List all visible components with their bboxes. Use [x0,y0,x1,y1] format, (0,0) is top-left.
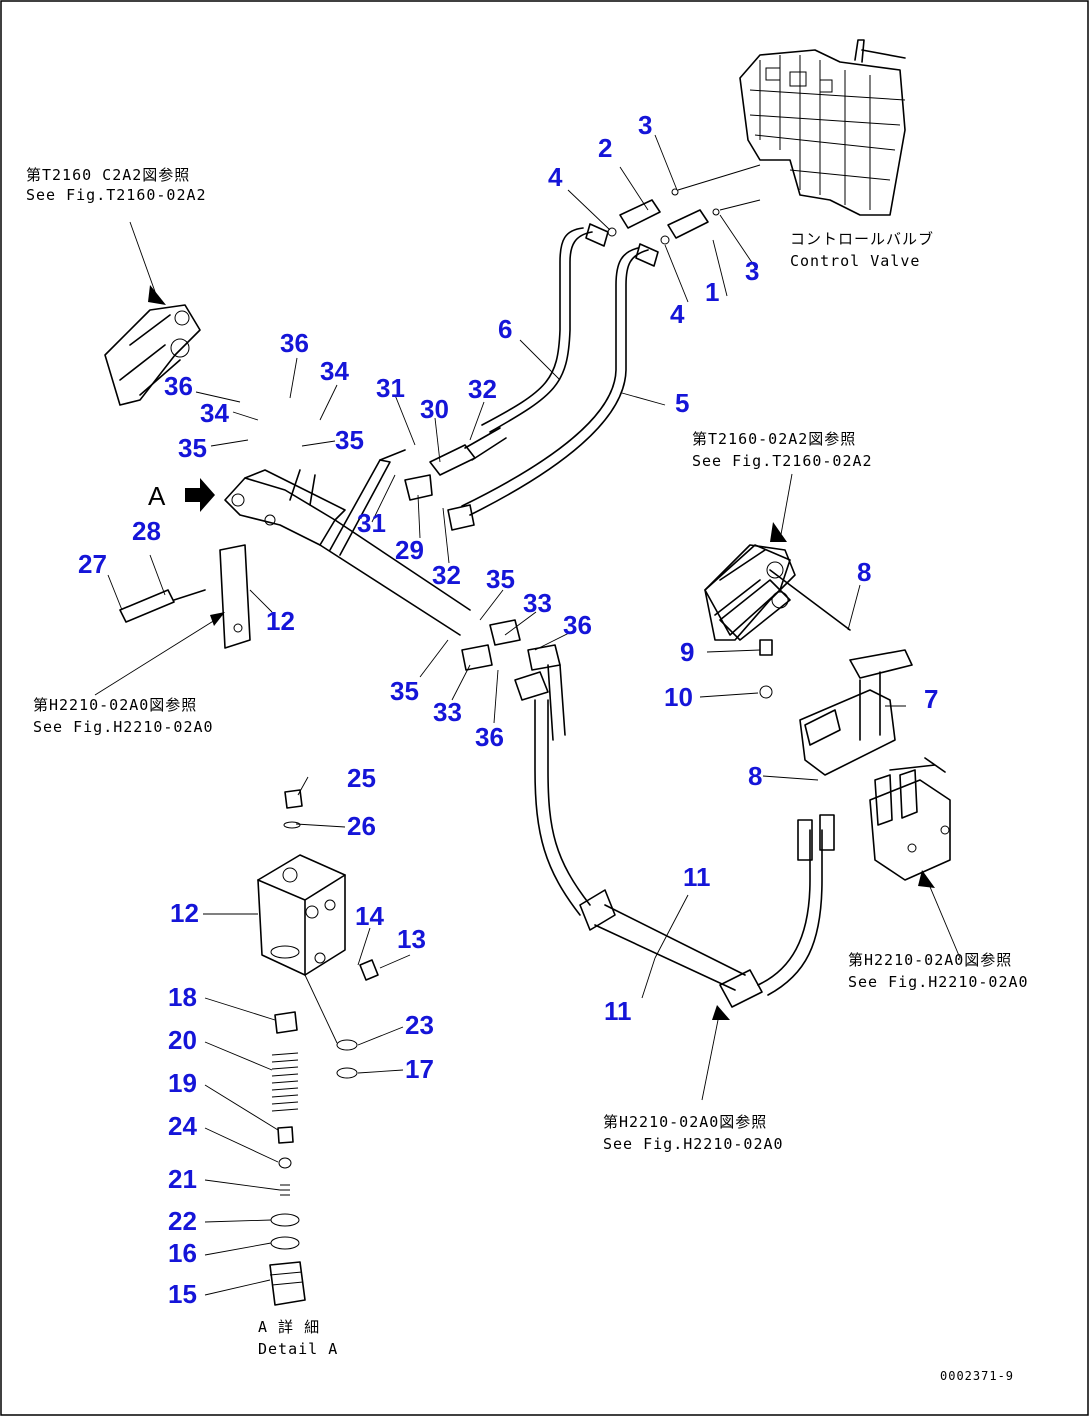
callout-31-top: 31 [376,373,405,403]
callout-24: 24 [168,1111,197,1141]
callout-20: 20 [168,1025,197,1055]
callout-26: 26 [347,811,376,841]
callout-30: 30 [420,394,449,424]
callout-2: 2 [598,133,612,163]
callout-19: 19 [168,1068,197,1098]
callout-36-left: 36 [164,371,193,401]
leader-lines [94,134,961,1296]
callout-10: 10 [664,682,693,712]
control-valve-label-en: Control Valve [790,252,920,270]
callout-31-bottom: 31 [357,508,386,538]
callout-13: 13 [397,924,426,954]
callout-18: 18 [168,982,197,1012]
ref-note-t2160-right-en: See Fig.T2160-02A2 [692,452,873,470]
callout-23: 23 [405,1010,434,1040]
view-a-arrow [185,478,215,512]
callout-32-top: 32 [468,374,497,404]
hose-11-drawing [534,664,835,1008]
ref-note-t2160-left-jp: 第T2160 C2A2図参照 [26,166,190,184]
callout-36-top: 36 [280,328,309,358]
callout-33-bottom: 33 [433,697,462,727]
pipe-assembly-drawing [119,444,561,701]
callout-35-left: 35 [178,433,207,463]
ref-note-t2160-right-jp: 第T2160-02A2図参照 [692,430,856,448]
callout-4-top: 4 [548,162,563,192]
ref-note-h2210-left-en: See Fig.H2210-02A0 [33,718,214,736]
fittings-1-4-drawing [607,164,761,245]
control-valve-label-jp: コントロールバルブ [790,230,934,248]
control-valve-drawing [739,39,906,216]
callout-34-left: 34 [200,398,229,428]
callout-9: 9 [680,637,694,667]
upper-right-ref-drawing [704,544,796,641]
ref-note-h2210-bottom-jp: 第H2210-02A0図参照 [603,1113,767,1131]
callout-7: 7 [924,684,938,714]
callout-4-bottom: 4 [670,299,685,329]
detail-a-drawing [257,789,379,1306]
callout-6: 6 [498,314,512,344]
callout-21: 21 [168,1164,197,1194]
callout-28: 28 [132,516,161,546]
hose-5-drawing [461,243,659,516]
view-a-label: A [148,481,166,511]
bracket-7-drawing [704,544,913,776]
ref-note-h2210-right-en: See Fig.H2210-02A0 [848,973,1029,991]
callout-11-bottom: 11 [604,996,632,1026]
callout-11-top: 11 [683,862,711,892]
callout-32-bottom: 32 [432,560,461,590]
callout-34-right: 34 [320,356,349,386]
right-cover-drawing [869,757,951,881]
callout-17: 17 [405,1054,434,1084]
detail-a-title-jp: A 詳 細 [258,1318,320,1336]
callout-35-right: 35 [335,425,364,455]
callout-25: 25 [347,763,376,793]
callout-22: 22 [168,1206,197,1236]
ref-note-h2210-bottom-en: See Fig.H2210-02A0 [603,1135,784,1153]
callout-12-top: 12 [266,606,295,636]
ref-note-h2210-left-jp: 第H2210-02A0図参照 [33,696,197,714]
callout-8-bottom: 8 [748,761,762,791]
callout-35-bottom: 35 [390,676,419,706]
callout-14: 14 [355,901,384,931]
callout-16: 16 [168,1238,197,1268]
callout-1: 1 [705,277,719,307]
callout-33-top: 33 [523,588,552,618]
callout-29: 29 [395,535,424,565]
drawing-code: 0002371-9 [940,1369,1014,1383]
ref-note-t2160-left-en: See Fig.T2160-02A2 [26,186,207,204]
callout-27: 27 [78,549,107,579]
callout-36-right: 36 [563,610,592,640]
callout-3-top: 3 [638,110,652,140]
callout-12-detail: 12 [170,898,199,928]
hose-6-drawing [464,223,609,461]
callout-15: 15 [168,1279,197,1309]
callout-35-mid: 35 [486,564,515,594]
upper-left-ref-drawing [104,304,201,406]
callout-5: 5 [675,388,689,418]
detail-a-title-en: Detail A [258,1340,338,1358]
ref-note-h2210-right-jp: 第H2210-02A0図参照 [848,951,1012,969]
callout-3-bottom: 3 [745,256,759,286]
callout-8-top: 8 [857,557,871,587]
callout-36-bottom: 36 [475,722,504,752]
